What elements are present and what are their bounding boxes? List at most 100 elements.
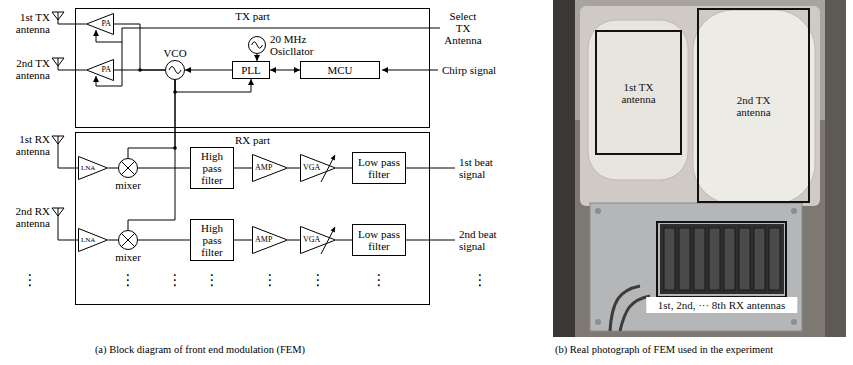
- node-text: TX part: [235, 10, 270, 22]
- signal-connector: [114, 70, 165, 71]
- photo-right-edge: [825, 0, 846, 337]
- circle-outline: [249, 37, 266, 54]
- antenna-label: 1st TX antenna: [2, 11, 50, 35]
- signal-connector: [336, 240, 352, 241]
- metal-enclosure: [590, 203, 802, 331]
- ellipsis-dots: ⋮: [167, 272, 183, 288]
- ellipsis-dots: ⋮: [262, 272, 278, 288]
- node-text: RX part: [235, 134, 270, 146]
- rx-antenna-slot: [664, 228, 675, 290]
- node-text: High pass filter: [193, 150, 231, 186]
- oscillator-circle: 20 MHz Osicllator: [248, 36, 266, 54]
- signal-connector: [234, 168, 252, 169]
- mixer-circle: mixer: [118, 230, 138, 250]
- select-wire: [122, 28, 440, 86]
- sine-symbol: [169, 67, 181, 74]
- amp-amplifier: AMP: [252, 154, 288, 182]
- vco-circle: VCO: [165, 60, 185, 80]
- rx-antenna-slot: [694, 228, 705, 290]
- mixer-circle-shape: [118, 230, 138, 250]
- oscillator-circle-shape: [248, 36, 266, 54]
- vco-circle-shape: [165, 60, 185, 80]
- output-signal-label: 2nd beat signal: [459, 228, 507, 252]
- node-text: High pass filter: [193, 222, 231, 258]
- rx-antenna-slot: [739, 228, 750, 290]
- photo-left-edge: [553, 0, 575, 337]
- antenna-panel: [580, 6, 820, 206]
- triangle-outline: [79, 229, 108, 252]
- node-text: PLL: [241, 64, 261, 76]
- tx-part-box: TX partPAPAVCOPLL20 MHz OsicllatorMCU: [75, 8, 430, 128]
- mixer-circle: mixer: [118, 158, 138, 178]
- figure-caption: (a) Block diagram of front end modulatio…: [0, 344, 400, 356]
- signal-connector: [138, 240, 190, 241]
- signal-connector: [175, 79, 251, 92]
- signal-connector: [234, 240, 252, 241]
- bolt: [595, 208, 601, 214]
- circle-outline: [119, 159, 138, 178]
- ellipsis-dots: ⋮: [310, 272, 326, 288]
- rx-antenna-slot: [724, 228, 735, 290]
- node-text: MCU: [327, 64, 352, 76]
- vga-amplifier: VGA: [300, 154, 336, 182]
- signal-connector: [108, 168, 118, 169]
- variable-gain-arrow: [321, 155, 335, 182]
- ellipsis-dots: ⋮: [371, 272, 387, 288]
- node-text: LNA: [81, 165, 95, 172]
- ellipsis-dots: ⋮: [22, 272, 38, 288]
- triangle-outline: [79, 157, 108, 180]
- tx-radome: [693, 10, 815, 204]
- ellipsis-dots: ⋮: [472, 272, 488, 288]
- pa-amplifier: PA: [86, 59, 114, 81]
- antenna-label: 1st RX antenna: [2, 133, 50, 157]
- sine-symbol: [252, 42, 263, 48]
- signal-connector: [128, 80, 175, 230]
- vga-amplifier: VGA: [300, 226, 336, 254]
- signal-connector: [114, 24, 165, 70]
- rx-antenna-slot: [679, 228, 690, 290]
- mixer-circle-shape: [118, 158, 138, 178]
- control-signal-label: Select TX Antenna: [442, 10, 484, 46]
- node-text: VGA: [303, 164, 320, 172]
- antenna-label: 2nd RX antenna: [2, 205, 50, 229]
- node-text: 1st TX antenna: [613, 81, 665, 105]
- signal-connector: [138, 168, 190, 169]
- triangle-outline: [301, 155, 336, 182]
- variable-gain-arrowhead: [331, 155, 336, 161]
- antenna-outline: 1st TX antenna: [595, 30, 682, 155]
- mcu-box: MCU: [300, 61, 380, 79]
- figure-caption: (b) Real photograph of FEM used in the e…: [555, 344, 851, 356]
- rx-antenna-slot: [769, 228, 780, 290]
- circle-outline: [119, 231, 138, 250]
- signal-connector: [128, 80, 175, 158]
- signal-connector: [288, 168, 300, 169]
- signal-connector: [257, 54, 258, 61]
- filter-box: Low pass filter: [352, 152, 406, 184]
- node-text: 1st, 2nd, ··· 8th RX antennas: [646, 297, 797, 313]
- node-text: AMP: [255, 236, 272, 244]
- cross-symbol: [121, 161, 135, 175]
- lna-amplifier: LNA: [78, 156, 108, 180]
- tx-antenna-symbol: [52, 12, 86, 24]
- signal-connector: [108, 240, 118, 241]
- node-text: mixer: [115, 179, 141, 191]
- signal-connector: [185, 70, 232, 71]
- filter-box: High pass filter: [190, 219, 234, 261]
- antenna-label: 2nd TX antenna: [2, 57, 50, 81]
- ellipsis-dots: ⋮: [120, 272, 136, 288]
- signal-connector: [270, 70, 300, 71]
- pa-amplifier: PA: [86, 13, 114, 35]
- triangle-outline: [253, 227, 288, 254]
- bolt: [791, 208, 797, 214]
- rx-array-base: [660, 224, 784, 294]
- bolt: [791, 319, 797, 325]
- node-text: VGA: [303, 236, 320, 244]
- bolt: [595, 319, 601, 325]
- lna-amplifier: LNA: [78, 228, 108, 252]
- ellipsis-dots: ⋮: [204, 272, 220, 288]
- photo-background: [553, 0, 846, 337]
- tx-radome: [588, 20, 688, 180]
- cable: [610, 286, 650, 331]
- amp-amplifier: AMP: [252, 226, 288, 254]
- pll-box: PLL: [232, 61, 270, 79]
